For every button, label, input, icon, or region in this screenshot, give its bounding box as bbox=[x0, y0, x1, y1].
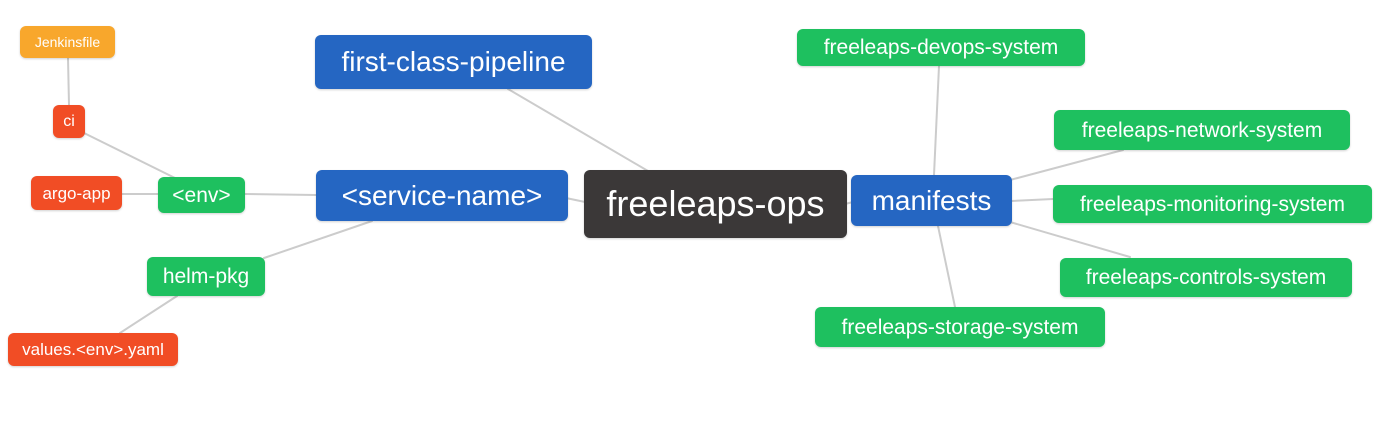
edge-ci--env bbox=[83, 132, 176, 179]
node-argo-app[interactable]: argo-app bbox=[31, 176, 122, 210]
node-freeleaps-storage-system[interactable]: freeleaps-storage-system bbox=[815, 307, 1105, 347]
node-first-class-pipeline[interactable]: first-class-pipeline bbox=[315, 35, 592, 89]
node-jenkinsfile[interactable]: Jenkinsfile bbox=[20, 26, 115, 58]
node-manifests[interactable]: manifests bbox=[851, 175, 1012, 226]
edge-manifests--freeleaps-controls-system bbox=[1009, 221, 1131, 258]
edge-service-name--helm-pkg bbox=[263, 220, 373, 259]
node-env[interactable]: <env> bbox=[158, 177, 245, 213]
node-freeleaps-network-system[interactable]: freeleaps-network-system bbox=[1054, 110, 1350, 150]
node-freeleaps-ops[interactable]: freeleaps-ops bbox=[584, 170, 847, 238]
edge-jenkinsfile--ci bbox=[67, 57, 70, 106]
edge-manifests--freeleaps-monitoring-system bbox=[1010, 198, 1054, 202]
node-freeleaps-monitoring-system[interactable]: freeleaps-monitoring-system bbox=[1053, 185, 1372, 223]
edge-first-class-pipeline--freeleaps-ops bbox=[507, 88, 649, 172]
edge-manifests--freeleaps-devops-system bbox=[933, 65, 940, 176]
edge-manifests--freeleaps-storage-system bbox=[937, 225, 956, 308]
node-values-env-yaml[interactable]: values.<env>.yaml bbox=[8, 333, 178, 366]
edge-service-name--freeleaps-ops bbox=[565, 197, 586, 203]
edge-manifests--freeleaps-network-system bbox=[1009, 149, 1124, 181]
node-freeleaps-controls-system[interactable]: freeleaps-controls-system bbox=[1060, 258, 1352, 297]
edge-helm-pkg--values-env-yaml bbox=[119, 295, 178, 334]
node-helm-pkg[interactable]: helm-pkg bbox=[147, 257, 265, 296]
edge-env--service-name bbox=[244, 193, 317, 196]
node-freeleaps-devops-system[interactable]: freeleaps-devops-system bbox=[797, 29, 1085, 66]
node-ci[interactable]: ci bbox=[53, 105, 85, 138]
node-service-name[interactable]: <service-name> bbox=[316, 170, 568, 221]
